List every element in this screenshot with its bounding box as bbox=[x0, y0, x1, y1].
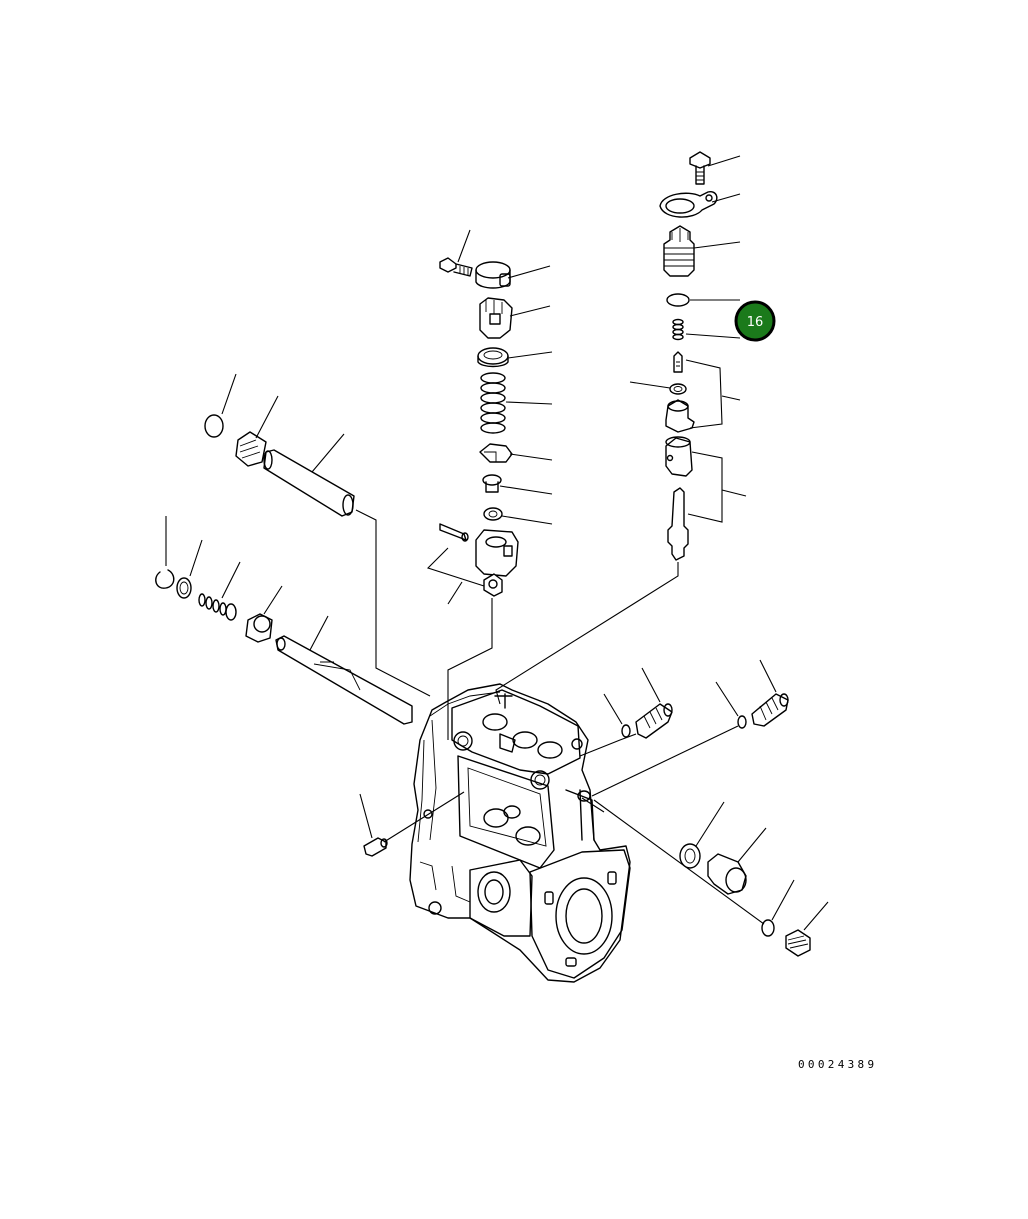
shim bbox=[483, 507, 503, 521]
spring-left bbox=[198, 593, 237, 621]
pump-housing bbox=[409, 683, 631, 983]
gasket-small bbox=[669, 383, 687, 395]
callout-16-badge[interactable] bbox=[734, 300, 776, 342]
clamp bbox=[475, 261, 511, 289]
holder-flange bbox=[659, 190, 718, 218]
bolt-center bbox=[439, 257, 473, 277]
control-pinion bbox=[479, 443, 513, 463]
bleeder-plug-a bbox=[635, 703, 673, 739]
o-ring-plug-c bbox=[761, 919, 775, 937]
delivery-valve-seat bbox=[665, 399, 695, 433]
bush bbox=[245, 613, 273, 643]
bleeder-plug-b bbox=[751, 693, 789, 727]
right-parts-group bbox=[495, 151, 747, 705]
o-ring-right bbox=[666, 293, 690, 307]
plunger-barrel bbox=[665, 436, 693, 477]
control-sleeve bbox=[479, 297, 513, 339]
sleeve-tube bbox=[263, 449, 355, 517]
left-parts-group bbox=[155, 373, 431, 725]
circlip bbox=[155, 569, 175, 589]
o-ring-left bbox=[204, 414, 224, 438]
screw-plug bbox=[785, 929, 811, 957]
delivery-valve-holder bbox=[663, 225, 695, 277]
lower-spring-seat bbox=[482, 474, 502, 493]
plunger bbox=[667, 487, 689, 561]
callout-16[interactable]: 16 bbox=[734, 300, 776, 342]
drawing-number: 00024389 bbox=[798, 1058, 878, 1071]
o-ring-plug-b bbox=[737, 715, 747, 729]
pin-center bbox=[439, 523, 469, 542]
callout-16-label: 16 bbox=[747, 315, 764, 330]
o-ring-plug-a bbox=[621, 724, 631, 738]
cap-plug bbox=[707, 853, 747, 895]
flange-bolt bbox=[689, 151, 711, 185]
plunger-spring bbox=[480, 372, 506, 434]
dowel-pin bbox=[363, 837, 388, 857]
gasket-washer bbox=[679, 843, 701, 869]
spring-seat bbox=[477, 347, 509, 368]
threaded-plug bbox=[235, 431, 267, 467]
center-parts-group bbox=[426, 229, 553, 740]
control-rod bbox=[275, 635, 413, 725]
roller bbox=[483, 573, 503, 597]
delivery-valve-spring bbox=[672, 318, 684, 341]
lower-right-parts bbox=[579, 659, 829, 957]
tappet bbox=[475, 529, 519, 577]
delivery-valve bbox=[673, 351, 683, 373]
washer-left bbox=[176, 577, 192, 599]
